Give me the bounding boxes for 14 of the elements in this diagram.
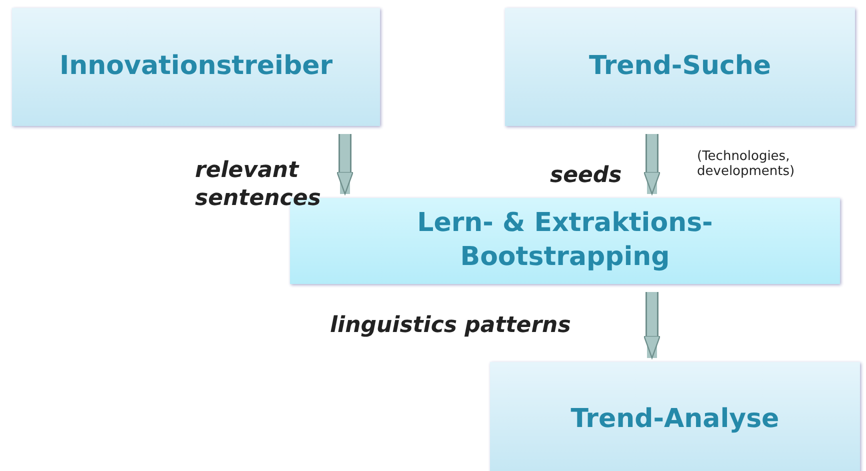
note-text: (Technologies, developments) [697, 150, 796, 180]
box-title: Trend-Suche [588, 50, 772, 84]
box-title: Lern- & Extraktions- Bootstrapping [416, 207, 714, 274]
process-box [12, 8, 380, 126]
arrow [643, 134, 661, 195]
edge-label: relevant sentences [195, 157, 322, 212]
edge-label: seeds [550, 162, 623, 190]
process-box [490, 362, 860, 471]
box-title: Innovationstreiber [59, 50, 333, 84]
arrow [643, 292, 661, 359]
edge-label: linguistics patterns [330, 312, 572, 340]
process-box [505, 8, 855, 126]
box-title: Trend-Analyse [570, 402, 780, 436]
arrow [336, 134, 354, 195]
